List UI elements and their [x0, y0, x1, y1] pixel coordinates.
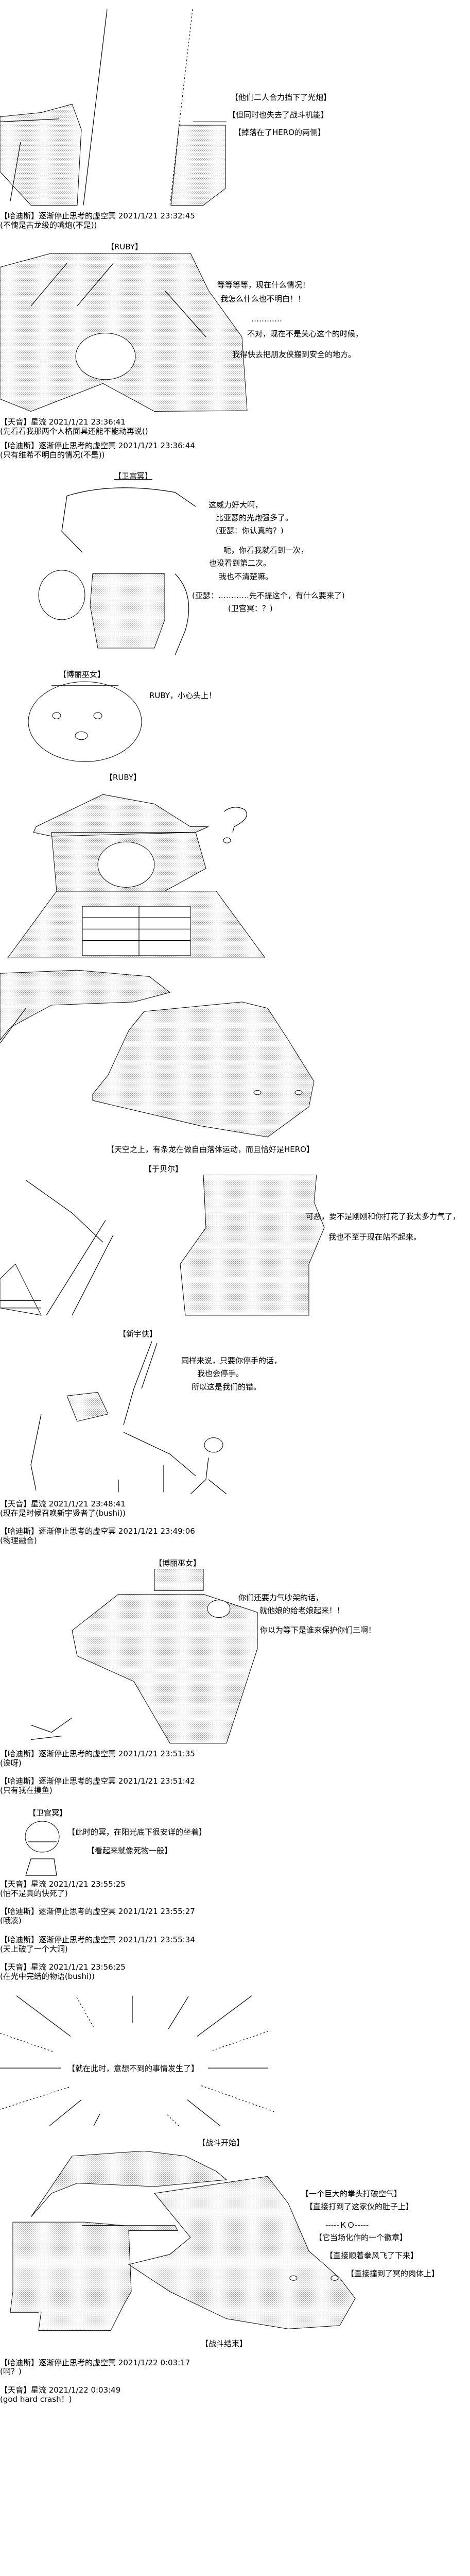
dialogue-line: 这威力好大啊， — [208, 500, 263, 510]
ascii-art-emiya — [0, 482, 470, 657]
comment-body: (在光中完结的物语(bushi)) — [0, 1972, 95, 1981]
dialogue-line: (亚瑟：…………先不提这个，有什么要来了) — [192, 591, 345, 600]
comment-body: (只有我在摸鱼) — [0, 1786, 53, 1795]
dialogue-line: 可恶，要不是刚刚和你打花了我太多力气了， — [306, 1212, 461, 1221]
question-mark-bubble-icon — [223, 807, 247, 843]
comment-header: 【哈迪斯】逐渐停止思考的虚空冥 2021/1/22 0:03:17 — [0, 2358, 190, 2367]
ascii-art-ruby-shocked — [0, 252, 470, 412]
ko-label: -----ＫＯ----- — [325, 2221, 369, 2230]
comment-header: 【哈迪斯】逐渐停止思考的虚空冥 2021/1/21 23:32:45 — [0, 211, 195, 221]
dialogue-line: 等等等等，现在什么情况！ — [217, 280, 310, 290]
comment-body: (不愧是古龙级的嘴炮(不是)) — [0, 221, 97, 230]
dialogue-line: ………… — [251, 314, 282, 324]
dialogue-line: 同样来说，只要你停手的话， — [181, 1356, 282, 1365]
speaker-label: 【于贝尔】 — [144, 1164, 183, 1174]
dialogue-line: 我也会停手。 — [197, 1369, 244, 1378]
comment-body: (物理融合) — [0, 1536, 37, 1545]
narration-caption: 【看起来就像死物一般】 — [87, 1846, 172, 1855]
ascii-art-reimu-worried — [0, 680, 470, 762]
narration-caption: 【此时的冥，在阳光底下很安详的坐着】 — [67, 1827, 207, 1837]
dialogue-line: 所以这是我们的错。 — [192, 1382, 262, 1392]
ascii-art-dragon-punched — [31, 2151, 355, 2329]
dialogue-line: 比亚瑟的光炮强多了。 — [216, 513, 293, 522]
dialogue-line: RUBY，小心头上！ — [149, 691, 217, 700]
comment-body: (现在是时候召唤新宇贤者了(bushi)) — [0, 1509, 126, 1518]
dialogue-line: 我怎么什么也不明白！！ — [220, 294, 306, 303]
narration-caption: 【掉落在了HERO的两侧】 — [234, 128, 325, 137]
speaker-label: 【卫宫冥】 — [114, 471, 153, 481]
ascii-art-mech-left — [0, 9, 107, 205]
ascii-art-giant-fist — [10, 2222, 178, 2331]
ascii-art-ruby-puzzled — [0, 783, 470, 958]
dialogue-line: 你以为等下是谁来保护你们三啊！ — [260, 1625, 376, 1635]
comment-body: (只有维希不明白的情况(不是)) — [0, 450, 105, 460]
comment-header: 【哈迪斯】逐渐停止思考的虚空冥 2021/1/21 23:55:34 — [0, 1935, 195, 1944]
comment-header: 【哈迪斯】逐渐停止思考的虚空冥 2021/1/21 23:49:06 — [0, 1527, 195, 1536]
speaker-label: 【博丽巫女】 — [154, 1558, 201, 1568]
comment-body: (啊？) — [0, 2367, 22, 2376]
comment-header: 【天音】星流 2021/1/21 23:48:41 — [0, 1499, 126, 1509]
comment-header: 【哈迪斯】逐渐停止思考的虚空冥 2021/1/21 23:36:44 — [0, 441, 195, 450]
dialogue-line: 你们还要力气吵架的话， — [238, 1593, 324, 1602]
narration-caption: 【直接打到了这家伙的肚子上】 — [305, 2202, 414, 2211]
narration-caption: 【直接顺着拳风飞了下来】 — [325, 2251, 419, 2260]
dialogue-line: 也没看到第二次。 — [209, 558, 271, 568]
dialogue-line: (卫宫冥：？) — [228, 604, 273, 613]
dialogue-line: 呃，你看我就看到一次， — [223, 546, 309, 555]
dialogue-line: 就他娘的给老娘起来！！ — [259, 1606, 345, 1615]
dialogue-line: 我得快去把朋友侠搬到安全的地方。 — [232, 350, 356, 359]
dialogue-line: (亚瑟：你认真的？) — [216, 526, 284, 535]
comment-header: 【天音】星流 2021/1/22 0:03:49 — [0, 2385, 121, 2395]
comment-header: 【天音】星流 2021/1/21 23:36:41 — [0, 417, 126, 427]
narration-caption: 【他们二人合力挡下了光炮】 — [231, 93, 332, 102]
ascii-art-burst-lines — [0, 1994, 470, 2128]
comment-header: 【天音】星流 2021/1/21 23:56:25 — [0, 1962, 126, 1972]
ascii-art-reimu-angry — [0, 1569, 470, 1744]
narration-caption: 【一个巨大的拳头打破空气】 — [301, 2189, 402, 2198]
narration-caption: 【但同时也失去了战斗机能】 — [228, 110, 329, 120]
ascii-art-panel-mechs — [0, 5, 470, 206]
comment-header: 【哈迪斯】逐渐停止思考的虚空冥 2021/1/21 23:51:35 — [0, 1749, 195, 1758]
dialogue-line: 不对，现在不是关心这个的时候， — [247, 329, 363, 338]
comment-header: 【天音】星流 2021/1/21 23:55:25 — [0, 1879, 126, 1889]
comment-body: (诶呀) — [0, 1758, 22, 1768]
comment-header: 【哈迪斯】逐渐停止思考的虚空冥 2021/1/21 23:55:27 — [0, 1907, 195, 1916]
ascii-art-falling-dragon — [0, 969, 470, 1139]
dialogue-line: 我也不清楚嘛。 — [219, 572, 273, 581]
ascii-art-emiya-sitting — [0, 1819, 470, 1876]
ascii-art-mech-right — [170, 9, 227, 205]
dialogue-line: 我也不至于现在站不起来。 — [328, 1232, 422, 1242]
comment-body: (天上破了一个大洞) — [0, 1944, 68, 1954]
comment-body: (怕不是真的快死了) — [0, 1889, 68, 1898]
speaker-label: 【卫宫冥】 — [28, 1808, 67, 1818]
battle-start-label: 【战斗开始】 — [198, 2138, 245, 2147]
battle-end-label: 【战斗结束】 — [201, 2339, 248, 2348]
ascii-art-shin-hero — [0, 1340, 470, 1494]
ascii-art-yubel — [0, 1175, 470, 1319]
narration-caption: 【它当场化作的一个徽章】 — [315, 2233, 408, 2242]
speaker-label: 【新宇侠】 — [118, 1329, 158, 1338]
narration-caption: 【天空之上，有条龙在做自由落体运动，而且恰好是HERO】 — [107, 1145, 314, 1154]
narration-caption: 【直接撞到了冥的肉体上】 — [346, 2269, 440, 2278]
speaker-label: 【RUBY】 — [107, 242, 143, 251]
comment-body: (god hard crash！) — [0, 2395, 72, 2404]
comment-body: (先看看我那两个人格面具还能不能动再说() — [0, 427, 148, 436]
narration-caption: 【就在此时，意想不到的事情发生了】 — [67, 2064, 199, 2073]
speaker-label: 【博丽巫女】 — [59, 670, 106, 679]
comment-header: 【哈迪斯】逐渐停止思考的虚空冥 2021/1/21 23:51:42 — [0, 1776, 195, 1786]
comment-body: (哦凑) — [0, 1916, 22, 1925]
ascii-art-panel-fist-dragon — [0, 2151, 470, 2331]
speaker-label: 【RUBY】 — [105, 773, 142, 782]
